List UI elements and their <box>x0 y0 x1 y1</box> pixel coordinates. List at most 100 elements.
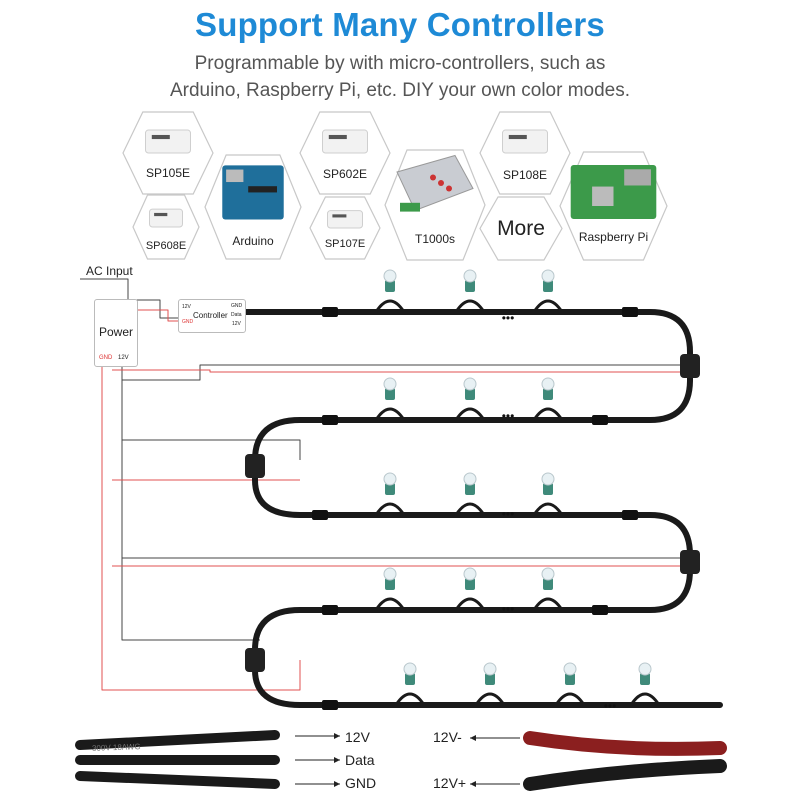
led-lead-1-2 <box>532 407 564 421</box>
inline-connector-5 <box>622 510 638 520</box>
led-body-1-2 <box>543 388 553 400</box>
arrow-gnd-head <box>334 781 340 787</box>
controller-12v-in: 12V <box>182 304 191 310</box>
led-dome-4-2 <box>563 662 577 676</box>
controller-tile-sp105e: SP105E <box>122 111 214 195</box>
controller-label-sp608e: SP608E <box>145 240 187 252</box>
led-lead-4-0 <box>394 692 426 706</box>
led-dome-4-0 <box>403 662 417 676</box>
led-body-3-0 <box>385 578 395 590</box>
led-lead-0-2 <box>532 299 564 313</box>
page-subtitle: Programmable by with micro-controllers, … <box>100 50 700 104</box>
led-dome-1-1 <box>463 377 477 391</box>
inline-connector-0 <box>322 307 338 317</box>
inline-connector-4 <box>312 510 328 520</box>
controller-gnd-in: GND <box>182 319 194 325</box>
cable-12v-plus-wire <box>523 759 727 791</box>
led-lead-3-1 <box>454 597 486 611</box>
led-body-3-1 <box>465 578 475 590</box>
led-dome-0-0 <box>383 269 397 283</box>
led-dome-3-0 <box>383 567 397 581</box>
power-label: Power <box>98 325 133 339</box>
dots-label-0: ••• <box>502 311 515 325</box>
controller-label-sp602e: SP602E <box>322 167 368 181</box>
power-box: Power GND 12V <box>94 299 138 367</box>
controller-box: Controller 12V GND GND Data 12V <box>178 299 246 333</box>
led-lead-0-1 <box>454 299 486 313</box>
led-lead-2-1 <box>454 502 486 516</box>
controller-tile-sp108e: SP108E <box>479 111 571 195</box>
led-dome-1-0 <box>383 377 397 391</box>
led-lead-0-0 <box>374 299 406 313</box>
controller-label-sp107e: SP107E <box>324 238 366 250</box>
controller-label: Controller <box>193 311 228 320</box>
controller-12v-out: 12V <box>232 321 241 327</box>
led-dome-2-0 <box>383 472 397 486</box>
led-lead-4-2 <box>554 692 586 706</box>
led-lead-4-3 <box>629 692 661 706</box>
led-dome-0-1 <box>463 269 477 283</box>
led-body-0-0 <box>385 280 395 292</box>
led-lead-3-2 <box>532 597 564 611</box>
led-dome-1-2 <box>541 377 555 391</box>
cable-12v-label: 12V <box>345 729 370 745</box>
subtitle-line-1: Programmable by with micro-controllers, … <box>194 53 606 74</box>
led-lead-1-1 <box>454 407 486 421</box>
tee-connector-0 <box>680 354 700 378</box>
dots-label-1: ••• <box>502 409 515 423</box>
arrow-data-head <box>334 757 340 763</box>
led-body-2-1 <box>465 483 475 495</box>
arrow-12v-minus-head <box>470 735 476 741</box>
controller-tile-raspberry-pi: Raspberry Pi <box>559 151 668 261</box>
cable-data-label: Data <box>345 752 375 768</box>
led-lead-2-2 <box>532 502 564 516</box>
controller-label-sp108e: SP108E <box>502 168 548 182</box>
cable-gnd-label: GND <box>345 775 377 791</box>
controller-gnd-out: GND <box>231 303 243 309</box>
controller-label-t1000s: T1000s <box>414 232 456 246</box>
gnd-feed-row2 <box>112 369 690 373</box>
power-12v-label: 12V <box>118 355 129 361</box>
led-body-4-1 <box>485 673 495 685</box>
controller-label-raspberry-pi: Raspberry Pi <box>578 230 649 244</box>
cable-12v-minus-wire <box>523 731 727 756</box>
led-dome-3-1 <box>463 567 477 581</box>
controller-tile-sp602e: SP602E <box>299 111 391 195</box>
tee-connector-2 <box>680 550 700 574</box>
controller-label-arduino: Arduino <box>232 234 274 248</box>
v12-bus-wire <box>121 365 260 641</box>
inline-connector-8 <box>322 700 338 710</box>
led-body-1-1 <box>465 388 475 400</box>
dots-label-2: ••• <box>502 507 515 521</box>
cable-12v-minus-label: 12V- <box>433 729 462 745</box>
led-dome-4-3 <box>638 662 652 676</box>
led-body-1-0 <box>385 388 395 400</box>
led-body-2-0 <box>385 483 395 495</box>
strip-cable-0 <box>242 309 723 708</box>
led-dome-2-1 <box>463 472 477 486</box>
cable-print-label: 300V 18AWG <box>91 742 141 753</box>
controller-data-out: Data <box>231 312 242 318</box>
led-body-3-2 <box>543 578 553 590</box>
ac-input-label: AC Input <box>86 264 133 278</box>
v12-feed-row3 <box>122 439 301 460</box>
led-body-4-0 <box>405 673 415 685</box>
gnd-feed-row5 <box>102 660 301 691</box>
arrow-12v-plus-head <box>470 781 476 787</box>
controller-label-more: More <box>497 217 545 240</box>
page-title: Support Many Controllers <box>195 6 605 43</box>
led-body-4-3 <box>640 673 650 685</box>
arrow-12v-head <box>334 733 340 739</box>
controller-tile-sp107e: SP107E <box>309 196 381 260</box>
ac-input-wire <box>80 278 129 299</box>
led-body-4-2 <box>565 673 575 685</box>
controller-tile-t1000s: T1000s <box>384 149 486 261</box>
power-to-controller-12v <box>136 299 178 319</box>
led-lead-4-1 <box>474 692 506 706</box>
led-body-2-2 <box>543 483 553 495</box>
inline-connector-3 <box>322 415 338 425</box>
dots-label-4: ••• <box>604 699 617 713</box>
controller-tile-more: More <box>479 196 563 261</box>
